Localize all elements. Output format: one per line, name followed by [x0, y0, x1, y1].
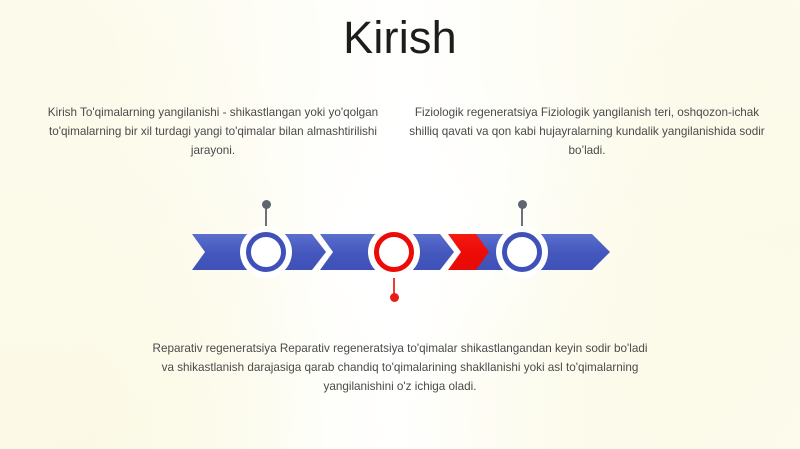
- ring-icon: [502, 232, 542, 272]
- connector-dot-1: [261, 200, 271, 209]
- text-block-right: Fiziologik regeneratsiya Fiziologik yang…: [409, 106, 765, 157]
- ring-icon: [374, 232, 414, 272]
- page-title: Kirish: [343, 12, 457, 63]
- process-node-3: [496, 226, 548, 278]
- connector-dot-2: [389, 293, 399, 302]
- process-node-2: [368, 226, 420, 278]
- process-diagram: [192, 192, 610, 310]
- ring-icon: [246, 232, 286, 272]
- connector-dot-3: [517, 200, 527, 209]
- text-block-left: Kirish To'qimalarning yangilanishi - shi…: [47, 106, 379, 157]
- process-node-1: [240, 226, 292, 278]
- text-block-bottom: Reparativ regeneratsiya Reparativ regene…: [152, 342, 648, 393]
